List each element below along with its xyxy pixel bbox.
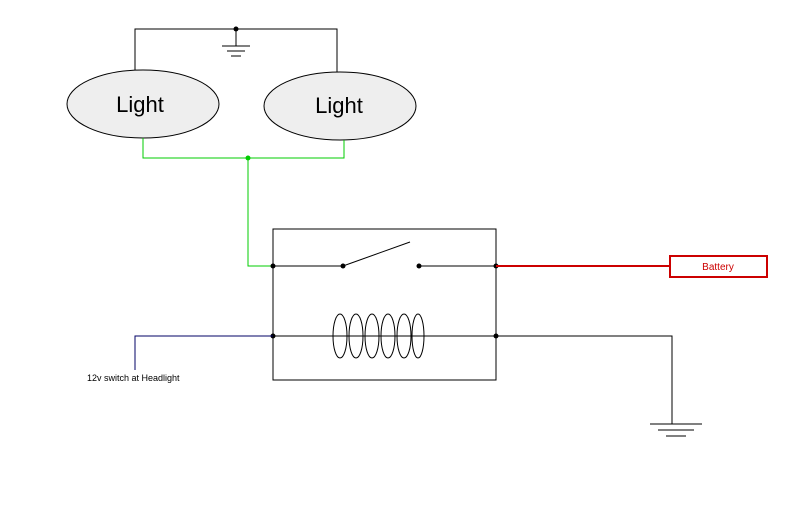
relay-terminal-dot [270,263,276,269]
switch-contact-dot [340,263,346,269]
ground-junction-dot [233,26,239,32]
relay-housing [272,228,497,381]
relay-coil-wire [273,335,673,424]
relay-coil-icon [332,313,425,359]
switch-contact-dot [416,263,422,269]
lamp-feed-junction-dot [245,155,251,161]
trigger-input-label: 12v switch at Headlight [87,373,180,383]
lamp-right: Light [263,71,417,141]
lamp-feed-wire [142,138,345,267]
trigger-wire [134,335,273,370]
battery-box: Battery [669,255,768,278]
lamp-left-label: Light [116,92,164,117]
top-ground-symbol-icon [222,45,250,57]
relay-terminal-dot [493,333,499,339]
lamp-left: Light [66,69,220,139]
battery-label: Battery [702,262,734,273]
relay-switch-contacts [273,241,496,267]
bottom-ground-symbol-icon [650,423,702,437]
lamp-right-label: Light [315,93,363,118]
